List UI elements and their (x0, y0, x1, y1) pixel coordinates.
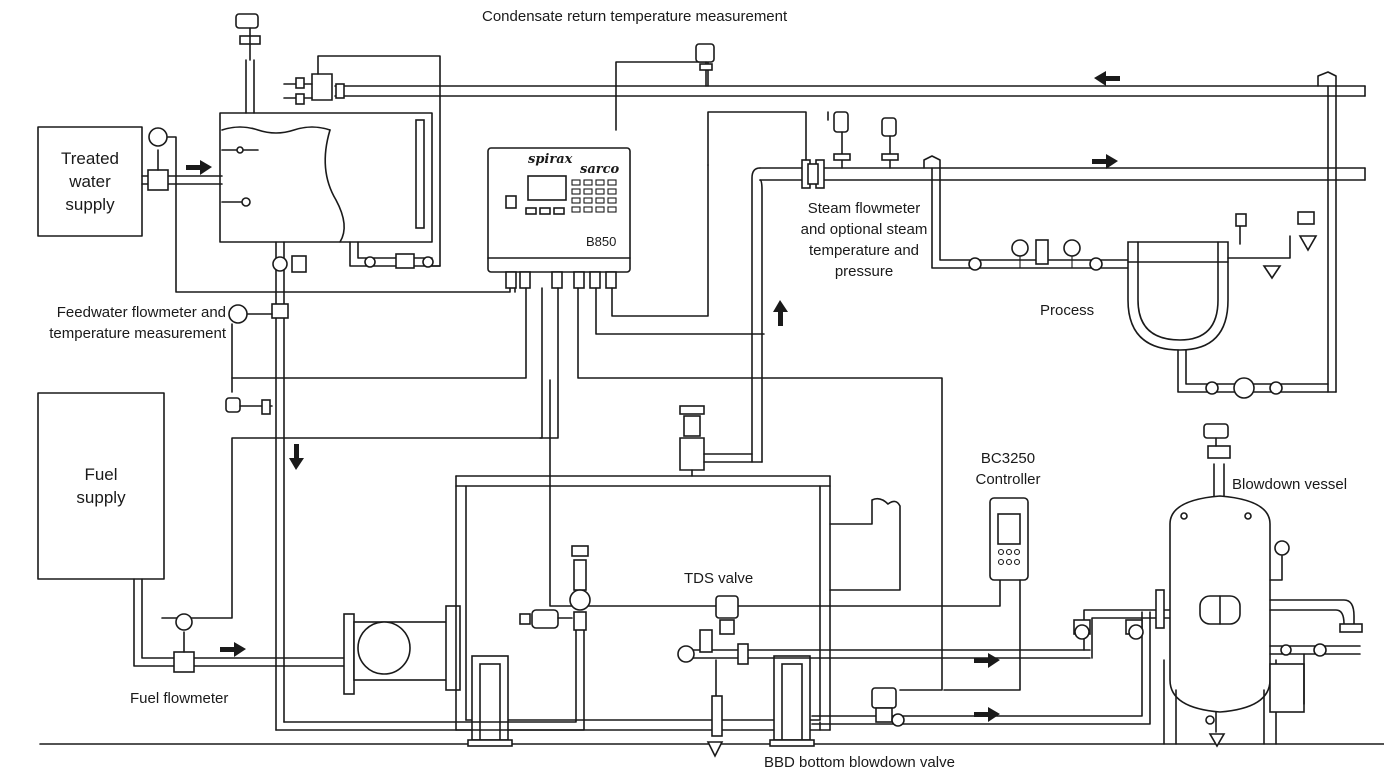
b850-brand-top: spirax (528, 152, 573, 167)
b850-brand-bottom: sarco (580, 162, 620, 177)
feed-valves (519, 545, 591, 631)
bc3250-label: BC3250 Controller (960, 448, 1056, 490)
feed-tank (219, 13, 441, 269)
steam-main-pipe (751, 167, 1366, 463)
signal-cables (161, 164, 1001, 691)
process-label: Process (1040, 302, 1095, 319)
feedwater-line-2: temperature measurement (49, 325, 226, 342)
boiler-shell (455, 475, 901, 747)
feedwater-pipe (225, 241, 307, 731)
flow-arrow-down (289, 444, 304, 470)
steam-flowmeter-line-4: pressure (834, 263, 894, 280)
process-condensate-trap (1177, 349, 1337, 399)
flow-arrow-bbd (974, 707, 1000, 722)
flow-arrow-into-tank (186, 160, 212, 175)
condensate-temp-sensor (615, 43, 715, 131)
treated-water-box (37, 126, 143, 237)
flow-arrow-right (1092, 154, 1118, 169)
feedwater-flowmeter-label: Feedwater flowmeter and temperature meas… (2, 302, 226, 344)
bbd-valve (811, 611, 1151, 731)
bc3250-line-1: BC3250 (980, 450, 1036, 467)
feedwater-to-boiler (275, 629, 585, 731)
boiler-steam-valve (679, 405, 763, 477)
flow-arrow-tds (974, 653, 1000, 668)
flow-arrow-left (1094, 71, 1120, 86)
treated-water-line-3: supply (65, 195, 115, 214)
flow-arrow-up (773, 300, 788, 326)
bc3250-controller (943, 497, 1029, 691)
fuel-supply-line-2: supply (76, 488, 126, 507)
b850-model: B850 (586, 234, 617, 249)
bc3250-line-2: Controller (975, 471, 1041, 488)
steam-sensors (707, 111, 899, 169)
blowdown-vessel-label: Blowdown vessel (1232, 476, 1348, 493)
condensate-return-pipe (334, 71, 1366, 393)
fuel-flowmeter-label: Fuel flowmeter (130, 690, 229, 707)
burner (343, 605, 461, 695)
blowdown-vessel (1073, 423, 1363, 748)
steam-flowmeter-label: Steam flowmeter and optional steam tempe… (782, 198, 946, 282)
feedwater-line-1: Feedwater flowmeter and (56, 304, 226, 321)
fuel-supply-label: Fuel supply (38, 393, 164, 579)
treated-water-line-2: water (69, 172, 111, 191)
bbd-valve-label: BBD bottom blowdown valve (764, 754, 955, 771)
b850-controller (487, 147, 631, 289)
treated-water-label: Treated water supply (38, 127, 142, 236)
tds-valve-label: TDS valve (684, 570, 754, 587)
steam-flowmeter-line-1: Steam flowmeter (807, 200, 921, 217)
process-vessel (1127, 211, 1318, 351)
fuel-supply-line-1: Fuel (84, 465, 118, 484)
treated-water-line-1: Treated (61, 149, 119, 168)
fuel-pipe (133, 578, 351, 673)
steam-flowmeter-line-2: and optional steam (800, 221, 928, 238)
steam-flowmeter (801, 159, 825, 189)
flow-arrow-fuel (220, 642, 246, 657)
steam-flowmeter-line-3: temperature and (808, 242, 920, 259)
process-branch (923, 155, 1129, 271)
fuel-supply-box (37, 392, 165, 580)
condensate-return-label: Condensate return temperature measuremen… (482, 8, 788, 25)
tds-valve (677, 595, 1091, 758)
